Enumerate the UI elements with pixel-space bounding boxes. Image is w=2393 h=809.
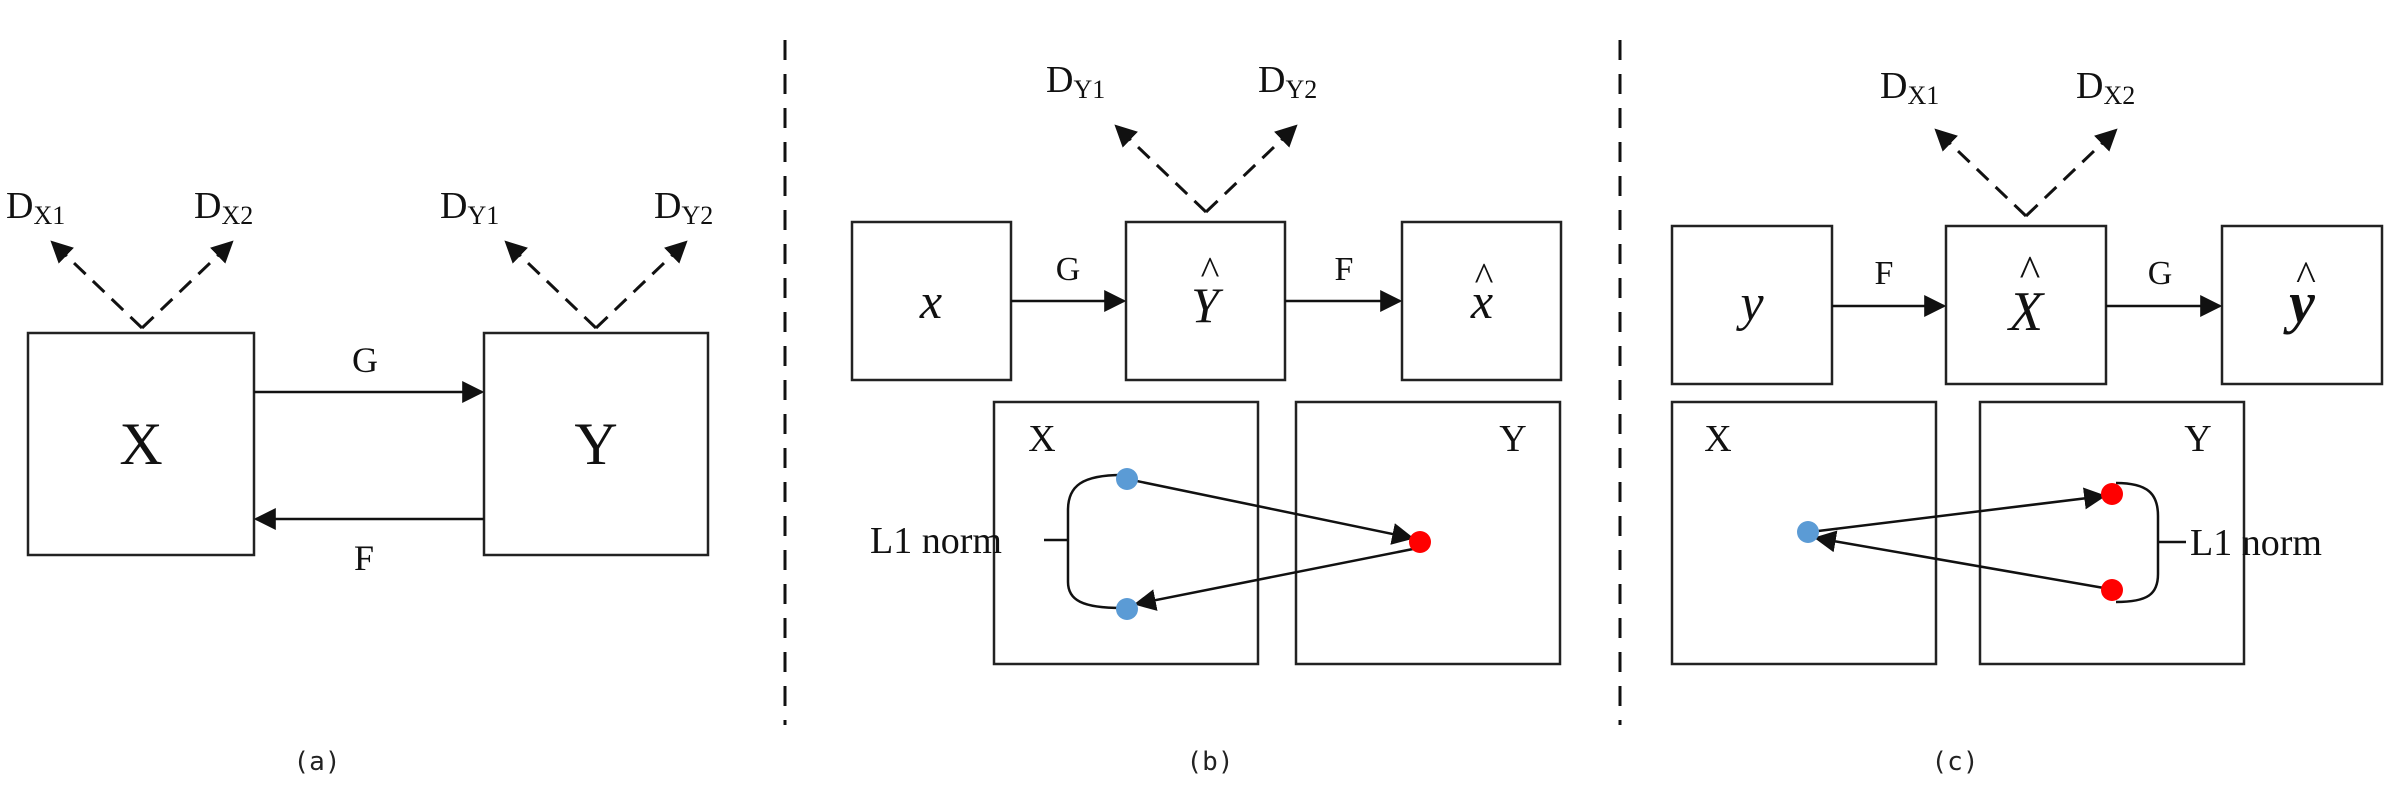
- dx2-label-c: DX2: [2076, 65, 2135, 110]
- domain-x-label-c: X: [1704, 418, 1731, 460]
- dx2-label: DX2: [194, 185, 253, 230]
- box-input-label-c: y: [1735, 275, 1764, 332]
- box-out-label: x: [1470, 273, 1493, 329]
- norm-label-c: L1 norm: [2190, 522, 2322, 564]
- l1-bracket: [1066, 473, 1123, 610]
- box-input-label: x: [919, 273, 942, 329]
- domain-y-label-c: Y: [2184, 418, 2211, 460]
- dx2-arrow: [140, 240, 234, 330]
- box-out-hat: ^: [1475, 254, 1494, 299]
- point-x-reconstructed: [1116, 598, 1138, 620]
- dy2-label: DY2: [654, 185, 713, 230]
- dx2-arrow-c: [2024, 128, 2118, 218]
- box-y: [482, 331, 710, 557]
- panel-a: X Y G F DX1 DX2 DY1 DY2 (a): [6, 185, 713, 777]
- domain-y-label: Y: [1499, 418, 1526, 460]
- box-y-label: Y: [574, 411, 617, 477]
- point-x-source: [1116, 468, 1138, 490]
- map-arrow-forward-c: [1809, 487, 2107, 534]
- f-label: F: [354, 538, 374, 578]
- point-y-mapped: [1409, 531, 1431, 553]
- point-y-lower: [2101, 579, 2123, 601]
- dy1-label: DY1: [440, 185, 499, 230]
- box-mid-hat-c: ^: [2020, 247, 2041, 296]
- f-label-c: F: [1875, 255, 1894, 292]
- dx1-arrow: [50, 240, 144, 330]
- box-y-hat: [1124, 220, 1287, 382]
- dy2-arrow-b: [1204, 124, 1298, 214]
- dy1-arrow: [504, 240, 598, 330]
- caption-a: (a): [294, 747, 341, 777]
- box-mid-hat: ^: [1201, 248, 1220, 293]
- dx1-arrow-c: [1934, 128, 2028, 218]
- box-y-input: [1670, 224, 1834, 386]
- l1-bracket-c: [2115, 481, 2160, 604]
- box-mid-label: Y: [1191, 277, 1224, 333]
- box-x-label: X: [119, 411, 162, 477]
- map-arrow-back: [1133, 546, 1419, 611]
- point-y-source: [1797, 521, 1819, 543]
- box-x-hat: [1400, 220, 1563, 382]
- dy2-arrow: [594, 240, 688, 330]
- box-mid-label-c: X: [2007, 281, 2046, 343]
- dy2-label-b: DY2: [1258, 59, 1317, 104]
- norm-label-b: L1 norm: [870, 520, 1002, 562]
- panel-b: x Y ^ x ^ G F DY1 DY2 X Y L1 norm (b): [850, 59, 1563, 777]
- box-x-input: [850, 220, 1013, 382]
- map-arrow-forward: [1126, 477, 1415, 545]
- map-arrow-back-c: [1813, 530, 2105, 590]
- caption-b: (b): [1187, 747, 1234, 777]
- point-y-upper: [2101, 483, 2123, 505]
- caption-c: (c): [1932, 747, 1979, 777]
- dy1-arrow-b: [1114, 124, 1208, 214]
- box-x: [26, 331, 256, 557]
- g-label-c: G: [2148, 255, 2173, 292]
- domain-y-box-c: [1978, 400, 2246, 666]
- domain-y-box: [1294, 400, 1562, 666]
- g-label-b: G: [1056, 251, 1081, 288]
- f-label-b: F: [1335, 251, 1354, 288]
- box-out-label-c: y: [2283, 270, 2315, 335]
- g-label: G: [352, 340, 378, 380]
- panel-c: y X ^ y ^ F G DX1 DX2 X Y L1 norm (c): [1670, 65, 2384, 777]
- domain-x-label: X: [1028, 418, 1055, 460]
- domain-x-box: [992, 400, 1260, 666]
- dy1-label-b: DY1: [1046, 59, 1105, 104]
- dx1-label-c: DX1: [1880, 65, 1939, 110]
- box-x-hat-c: [1944, 224, 2108, 386]
- dx1-label: DX1: [6, 185, 65, 230]
- box-out-hat-c: ^: [2296, 254, 2316, 300]
